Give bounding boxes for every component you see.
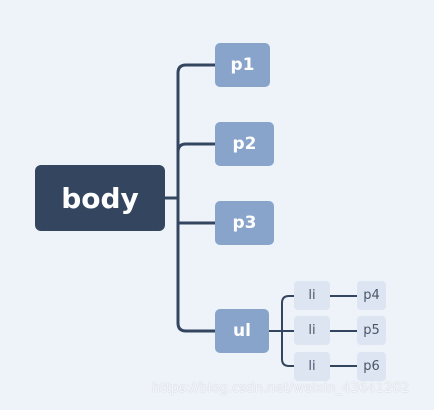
node-p2: p2 xyxy=(215,122,274,166)
root-node-body: body xyxy=(35,165,165,231)
node-li-1-label: li xyxy=(308,288,316,303)
node-ul-label: ul xyxy=(233,321,251,341)
root-node-label: body xyxy=(61,181,139,215)
node-li-3: li xyxy=(294,352,330,381)
node-li-1: li xyxy=(294,281,330,310)
connector-trunk xyxy=(176,63,217,333)
node-li-2: li xyxy=(294,316,330,345)
watermark-text: https://blog.csdn.net/weixin_43641202 xyxy=(152,381,410,396)
node-li-2-label: li xyxy=(308,323,316,338)
node-p4-label: p4 xyxy=(363,288,380,303)
node-p6: p6 xyxy=(357,352,386,381)
node-p3-label: p3 xyxy=(232,213,257,233)
node-p6-label: p6 xyxy=(363,359,380,374)
connector-p2 xyxy=(176,142,217,154)
node-p1-label: p1 xyxy=(230,55,255,75)
node-p3: p3 xyxy=(215,201,274,245)
node-p5-label: p5 xyxy=(363,323,380,338)
node-p1: p1 xyxy=(215,43,270,87)
node-p2-label: p2 xyxy=(232,134,257,154)
node-p5: p5 xyxy=(357,316,386,345)
node-ul: ul xyxy=(215,309,269,353)
node-p4: p4 xyxy=(357,281,386,310)
node-li-3-label: li xyxy=(308,359,316,374)
